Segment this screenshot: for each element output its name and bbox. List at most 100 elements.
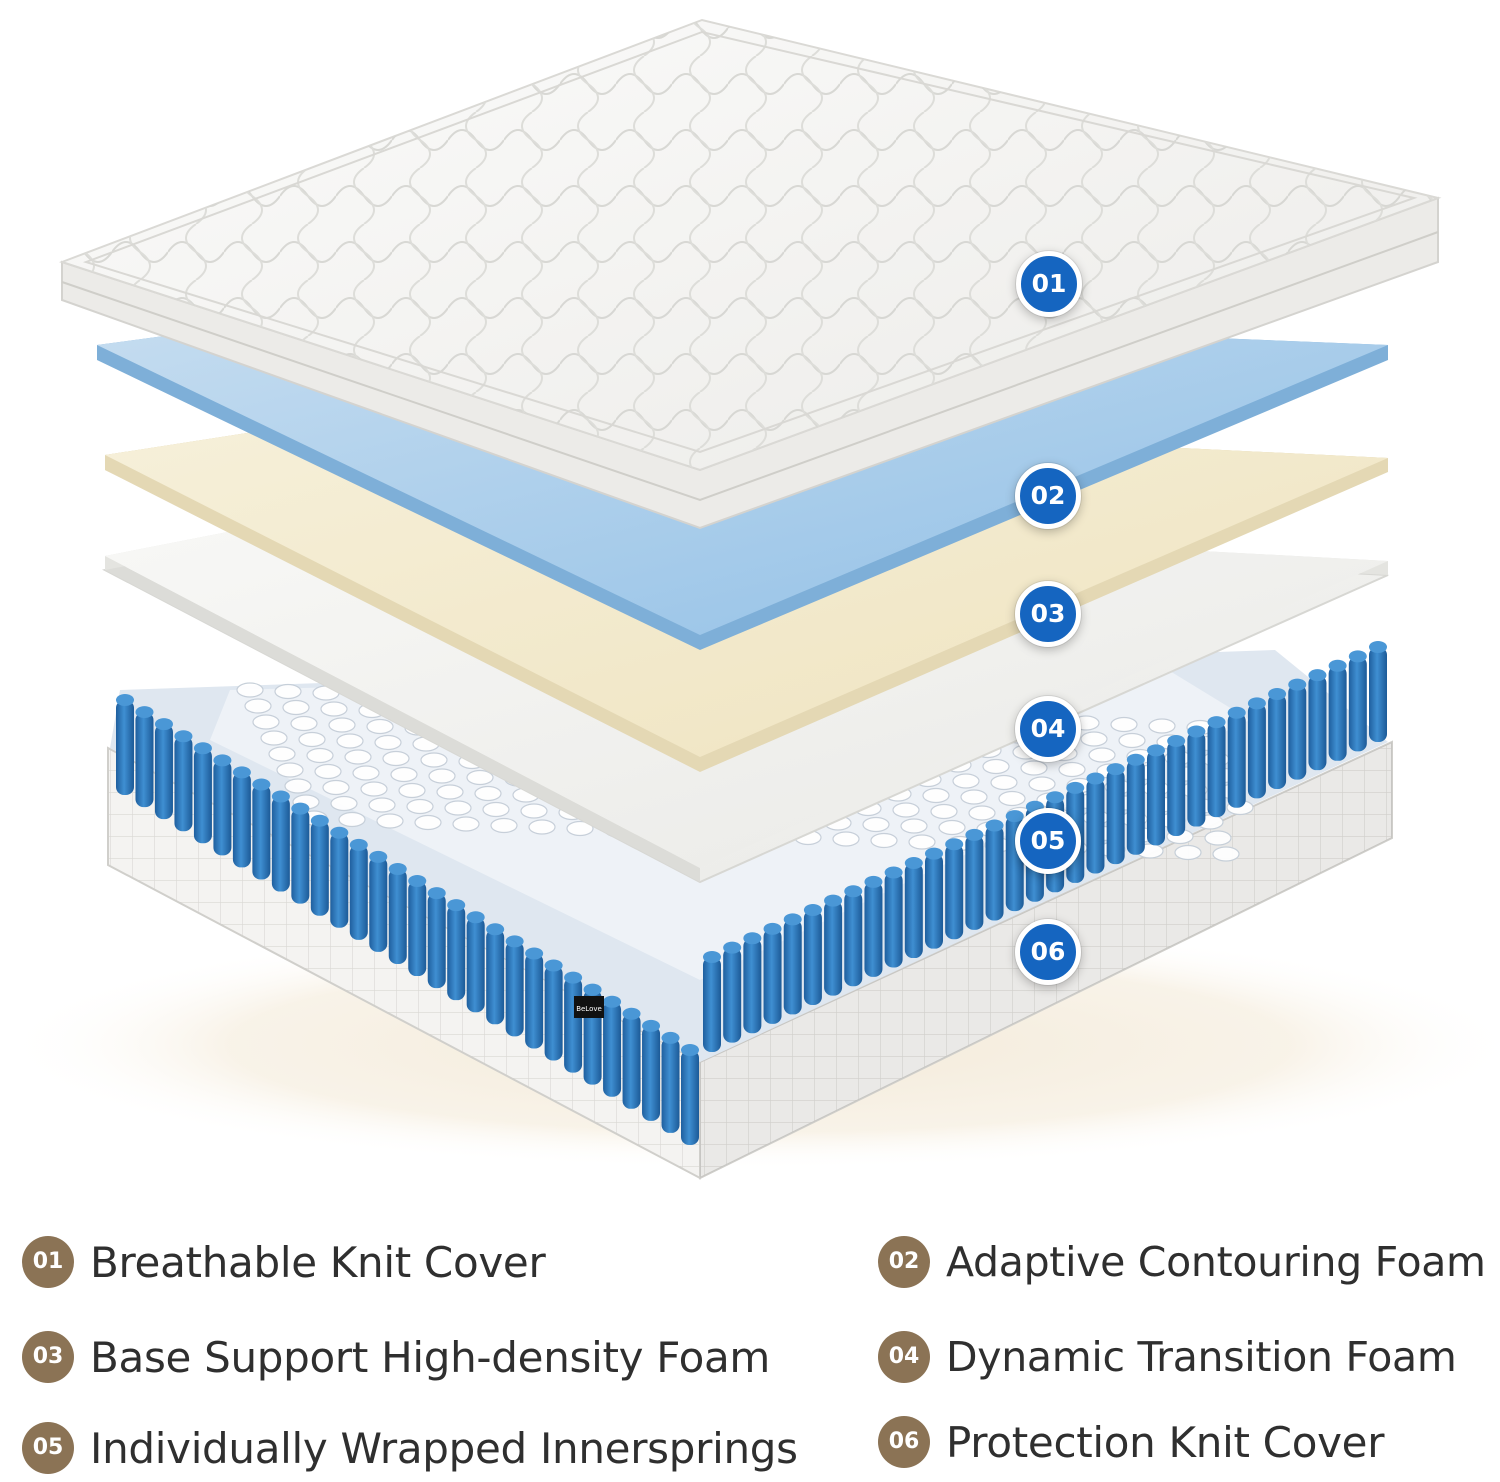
layer-marker-03: 03 [1015,581,1081,647]
brand-tag: BeLove [576,1005,602,1013]
spring-coil [1126,753,1145,855]
legend-label-05: Individually Wrapped Innersprings [90,1423,798,1473]
spring-cap [922,787,950,804]
spring-cap [474,785,502,802]
legend-label-03: Base Support High-density Foam [90,1332,771,1382]
layer-marker-01: 01 [1016,251,1082,317]
spring-cap [1028,776,1056,792]
legend-label-04: Dynamic Transition Foam [946,1333,1457,1381]
spring-cap [284,778,312,794]
spring-cap [908,834,936,850]
spring-coil [622,1007,641,1109]
spring-cap [298,731,326,748]
spring-cap [1148,718,1176,734]
legend-label-06: Protection Knit Cover [946,1417,1385,1467]
spring-cap [444,800,472,816]
spring-cap [998,790,1026,807]
legend-badge-02: 02 [878,1236,930,1288]
spring-cap [382,750,410,767]
spring-cap [1088,747,1116,763]
legend-item-06: 06 Protection Knit Cover [878,1412,1384,1472]
spring-coil [945,838,964,940]
spring-cap [892,802,920,818]
spring-cap [282,699,310,716]
mattress-layers-illustration: BeLove [0,18,1500,1180]
spring-cap [374,734,402,751]
spring-cap [990,774,1018,791]
spring-cap [336,733,364,749]
spring-coil [388,862,407,964]
spring-cap [390,766,418,783]
spring-cap [406,798,434,815]
spring-coil [154,718,173,820]
spring-coil [232,766,251,868]
spring-coil [723,941,742,1043]
spring-coil [1106,763,1125,865]
spring-coil [466,911,485,1013]
legend-item-01: 01 Breathable Knit Cover [22,1232,546,1292]
spring-cap [252,714,280,730]
spring-coil [408,875,427,977]
spring-cap [1204,830,1232,846]
legend-item-03: 03 Base Support High-density Foam [22,1327,770,1387]
legend-item-05: 05 Individually Wrapped Innersprings [22,1418,798,1478]
spring-cap [466,769,494,786]
layer-marker-06: 06 [1015,919,1081,985]
spring-cap [566,820,594,837]
spring-coil [291,802,310,904]
spring-coil [1328,659,1347,761]
spring-coil [544,959,563,1061]
spring-coil [884,866,903,968]
spring-cap [398,782,426,799]
spring-cap [236,682,264,698]
spring-cap [1080,731,1108,747]
layer-marker-04: 04 [1015,696,1081,762]
legend-badge-03: 03 [22,1331,74,1383]
spring-coil [1268,687,1287,789]
spring-coil [1147,744,1165,846]
spring-cap [1174,844,1202,861]
spring-cap [306,747,334,764]
legend-badge-01: 01 [22,1236,74,1288]
spring-coil [349,838,368,940]
spring-coil [824,894,843,996]
spring-cap [244,698,272,714]
spring-cap [870,832,898,849]
spring-cap [366,718,394,735]
spring-coil [763,922,782,1024]
spring-cap [368,797,396,813]
spring-coil [925,847,943,949]
spring-coil [603,995,622,1097]
spring-coil [505,935,524,1037]
spring-coil [985,819,1004,921]
spring-cap [982,758,1010,775]
spring-cap [1020,760,1048,776]
spring-cap [330,795,358,812]
layer-marker-02: 02 [1015,463,1081,529]
legend-badge-05: 05 [22,1422,74,1474]
spring-cap [328,717,356,733]
spring-coil [330,826,349,928]
spring-cap [436,784,464,800]
spring-cap [482,801,510,818]
layer-marker-05: 05 [1015,808,1081,874]
spring-coil [1227,706,1246,808]
spring-cap [260,730,288,746]
spring-coil [1086,772,1105,874]
spring-cap [314,763,342,780]
spring-coil [1187,725,1206,827]
spring-cap [338,811,366,828]
spring-coil [1288,678,1307,780]
spring-coil [743,932,762,1034]
spring-coil [783,913,802,1015]
spring-cap [352,765,380,781]
spring-coil [1369,641,1387,742]
spring-coil [486,923,505,1025]
spring-cap [528,819,556,835]
spring-cap [832,831,860,847]
legend-badge-06: 06 [878,1416,930,1468]
spring-coil [271,790,290,892]
spring-cap [320,701,348,717]
spring-coil [116,694,134,795]
spring-coil [310,814,329,916]
